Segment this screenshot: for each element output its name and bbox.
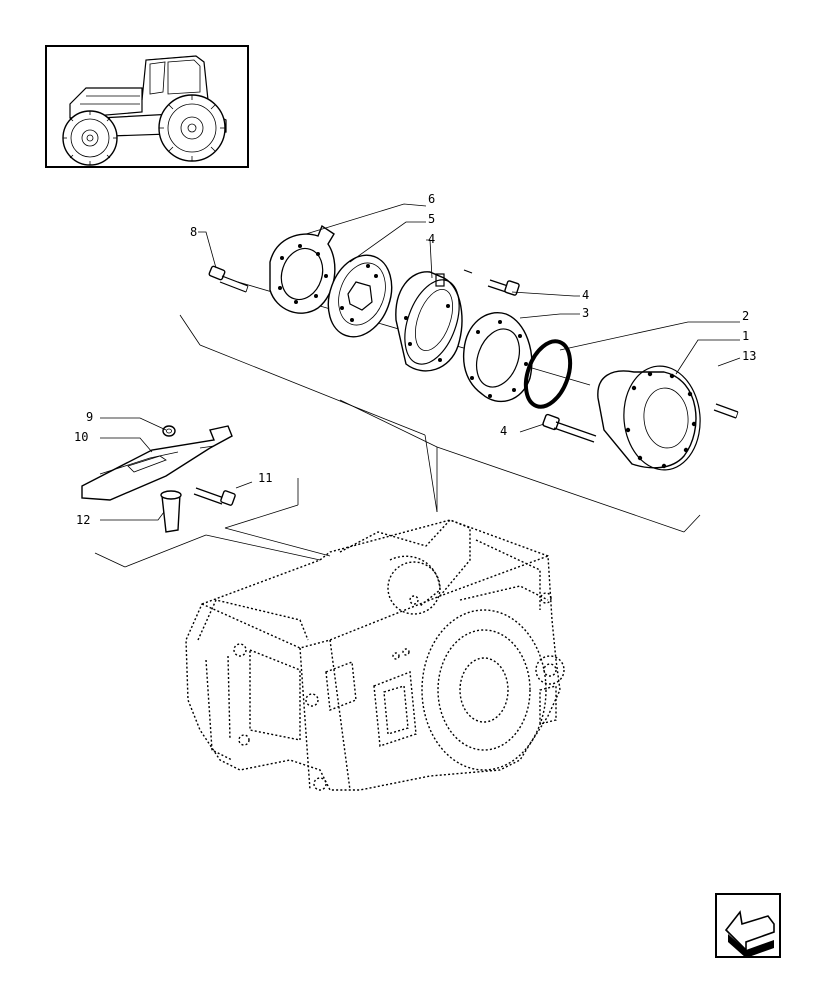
hub-housing-part-1 — [597, 365, 701, 471]
brake-disc-part-6 — [327, 254, 393, 338]
callout-labels: 6 5 4 8 4 3 2 1 13 4 9 10 11 12 — [74, 192, 756, 527]
bolt-part-11 — [193, 487, 236, 506]
back-navigation-button[interactable] — [715, 893, 781, 958]
callout-label-8: 8 — [190, 225, 197, 239]
callout-label-2: 2 — [742, 309, 749, 323]
o-ring-part-2 — [523, 339, 573, 409]
callout-label-13: 13 — [742, 349, 756, 363]
back-arrow-icon — [724, 910, 775, 958]
callout-label-3: 3 — [582, 306, 589, 320]
housing-part-5 — [395, 271, 463, 372]
callout-label-6: 5 — [428, 212, 435, 226]
callout-label-12: 12 — [76, 513, 90, 527]
callout-label-9: 9 — [86, 410, 93, 424]
callout-leaders — [100, 203, 741, 521]
callout-label-11: 11 — [258, 471, 272, 485]
tractor-thumbnail — [45, 45, 249, 168]
callout-label-4-upper: 4 — [582, 288, 589, 302]
washer-part-9 — [162, 425, 176, 437]
callout-label-5: 4 — [428, 232, 435, 246]
callout-label-7: 6 — [428, 192, 435, 206]
bracket-part-10 — [81, 425, 233, 501]
gasket-part-3 — [462, 312, 533, 403]
pin-part-12 — [160, 490, 182, 533]
bolt-part-4-lower — [542, 413, 597, 443]
callout-label-4-lower: 4 — [500, 424, 507, 438]
callout-label-1: 1 — [742, 329, 749, 343]
stud-part-13 — [713, 403, 739, 419]
bolt-part-8 — [208, 265, 249, 293]
callout-label-10: 10 — [74, 430, 88, 444]
gasket-part-7 — [269, 224, 336, 314]
tractor-icon — [62, 55, 227, 166]
transmission-housing — [185, 519, 565, 791]
bolt-part-4-upper — [463, 269, 520, 296]
